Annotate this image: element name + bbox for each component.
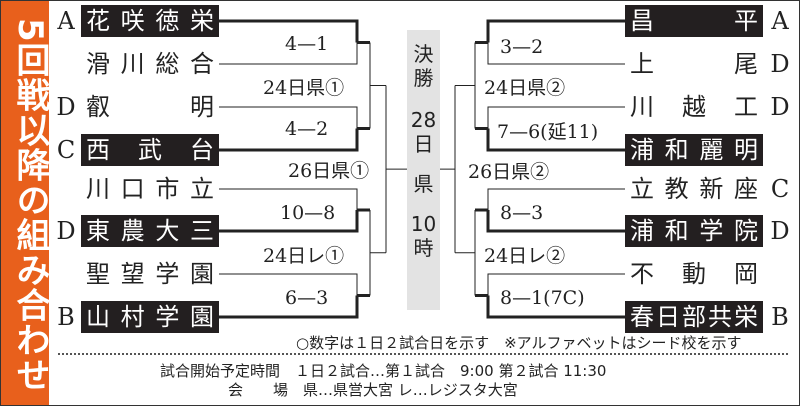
bracket-line [487, 42, 625, 65]
seed-letter: B [771, 303, 789, 331]
team-box: 川 越 工 [625, 91, 763, 123]
bracket-line [487, 106, 625, 129]
score-label: 10—8 [280, 202, 336, 224]
bracket-line [219, 42, 358, 65]
team-box: 滑川総合 [81, 48, 219, 80]
team-name: 川口市立 [86, 175, 214, 203]
bracket-line [219, 210, 359, 233]
bracket-line [486, 295, 625, 319]
team-name: 浦和学院 [630, 217, 758, 245]
schedule-note: 試合開始予定時間 １日２試合…第１試合 9:00 第２試合 11:30 [160, 362, 607, 380]
team-name: 川 越 工 [630, 93, 758, 121]
seed-letter: C [770, 175, 790, 203]
score-label: 4—2 [285, 118, 329, 140]
team-name: 立教新座 [630, 175, 758, 203]
final-day: 28 [410, 108, 437, 132]
team-box: 聖望学園 [81, 258, 219, 290]
team-name: 東農大三 [86, 217, 214, 245]
team-name: 聖望学園 [86, 260, 214, 288]
seed-letter: D [56, 217, 76, 245]
schedule-label: 26日県② [468, 161, 550, 183]
team-box: 花咲徳栄 [81, 5, 219, 37]
seed-letter: C [56, 136, 76, 164]
seed-letter: D [770, 50, 790, 78]
final-time: 時 [413, 236, 434, 260]
team-box: 東農大三 [81, 215, 219, 247]
bracket-line [486, 210, 625, 233]
venue-note: 会 場 県…県営大宮 レ…レジスタ大宮 [228, 381, 518, 399]
final-venue: 県 [413, 172, 434, 196]
bracket-line [219, 128, 359, 152]
score-label: 4—1 [285, 33, 329, 55]
team-name: 不 動 岡 [630, 260, 758, 288]
final-box: 決 勝 28 日 県 10 時 [407, 30, 440, 310]
team-box: 立教新座 [625, 173, 763, 205]
score-label: 7—6(延11) [497, 121, 599, 143]
team-box: 川口市立 [81, 173, 219, 205]
legend-note: ○数字は１日２試合日を示す ※アルファベットはシード校を示す [296, 334, 742, 352]
bracket-line [487, 273, 625, 296]
team-box: 浦和学院 [625, 215, 763, 247]
schedule-label: 26日県① [288, 160, 370, 182]
team-name: 昌 平 [630, 7, 758, 35]
bracket-line [219, 106, 358, 129]
seed-letter: D [770, 93, 790, 121]
team-box: 不 動 岡 [625, 258, 763, 290]
bracket-line [486, 128, 625, 152]
seed-letter: B [57, 303, 75, 331]
team-name: 滑川総合 [86, 50, 214, 78]
team-box: 春日部共栄 [625, 301, 763, 333]
bracket-line [219, 19, 359, 43]
score-label: 8—3 [500, 202, 544, 224]
dotted-divider [58, 353, 788, 355]
final-time: 10 [410, 212, 437, 236]
bracket-line [487, 188, 625, 210]
bracket-line [486, 19, 625, 43]
page-title: 5回戦以降の組み合わせ [1, 1, 50, 405]
schedule-label: 24日レ① [263, 245, 345, 267]
bracket-line [219, 273, 358, 296]
final-day: 日 [413, 132, 434, 156]
team-box: 叡 明 [81, 91, 219, 123]
team-name: 山村学園 [86, 303, 214, 331]
schedule-label: 24日県② [484, 77, 566, 99]
score-label: 6—3 [285, 287, 329, 309]
team-name: 春日部共栄 [630, 303, 758, 331]
seed-letter: D [770, 217, 790, 245]
team-box: 昌 平 [625, 5, 763, 37]
team-name: 叡 明 [86, 93, 214, 121]
team-box: 浦和麗明 [625, 134, 763, 166]
team-name: 浦和麗明 [630, 136, 758, 164]
team-box: 上 尾 [625, 48, 763, 80]
seed-letter: A [57, 7, 75, 35]
schedule-label: 24日県① [263, 77, 345, 99]
bracket-line [219, 295, 359, 319]
final-label: 決 [413, 42, 434, 66]
schedule-label: 24日レ② [484, 245, 566, 267]
team-box: 西 武 台 [81, 134, 219, 166]
team-box: 山村学園 [81, 301, 219, 333]
score-label: 8—1(7C) [500, 287, 585, 309]
team-name: 花咲徳栄 [86, 7, 214, 35]
team-name: 西 武 台 [86, 136, 214, 164]
seed-letter: D [56, 93, 76, 121]
team-name: 上 尾 [630, 50, 758, 78]
score-label: 3—2 [500, 36, 544, 58]
seed-letter: A [771, 7, 789, 35]
bracket-line [219, 188, 358, 210]
final-label: 勝 [413, 66, 434, 90]
